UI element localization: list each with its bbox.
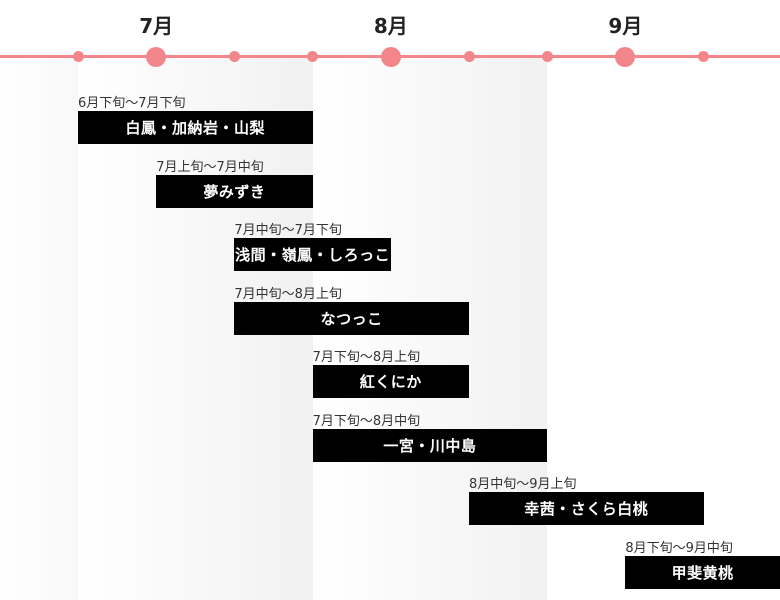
variety-bar: 幸茜・さくら白桃 <box>469 492 704 525</box>
period-dot <box>228 51 240 62</box>
period-label: 7月上旬〜7月中旬 <box>156 159 264 175</box>
period-label: 6月下旬〜7月下旬 <box>78 96 186 111</box>
period-dot <box>463 51 475 62</box>
period-label: 8月下旬〜9月中旬 <box>625 540 733 556</box>
month-label: 7月 <box>139 14 174 38</box>
period-label: 7月下旬〜8月中旬 <box>312 413 421 429</box>
variety-bar: 紅くにか <box>312 365 469 398</box>
period-dot <box>72 51 84 62</box>
period-label: 7月下旬〜8月上旬 <box>312 350 421 365</box>
period-label: 8月中旬〜9月上旬 <box>469 477 577 492</box>
period-dot <box>541 51 553 62</box>
month-dot <box>146 46 167 67</box>
variety-bar: 一宮・川中島 <box>312 428 548 462</box>
month-label: 8月 <box>373 14 408 38</box>
variety-bar: なつっこ <box>234 301 469 335</box>
variety-bar: 甲斐黄桃 <box>625 555 780 589</box>
month-label: 9月 <box>608 14 643 38</box>
period-label: 7月中旬〜7月下旬 <box>234 223 342 238</box>
variety-bar: 夢みずき <box>156 174 313 208</box>
period-label: 7月中旬〜8月上旬 <box>234 286 342 302</box>
period-dot <box>698 51 710 62</box>
period-dot <box>307 51 319 62</box>
month-dot <box>615 46 636 67</box>
variety-bar: 白鳳・加納岩・山梨 <box>78 111 313 144</box>
variety-bar: 浅間・嶺鳳・しろっこ <box>234 238 391 271</box>
month-dot <box>380 46 401 67</box>
